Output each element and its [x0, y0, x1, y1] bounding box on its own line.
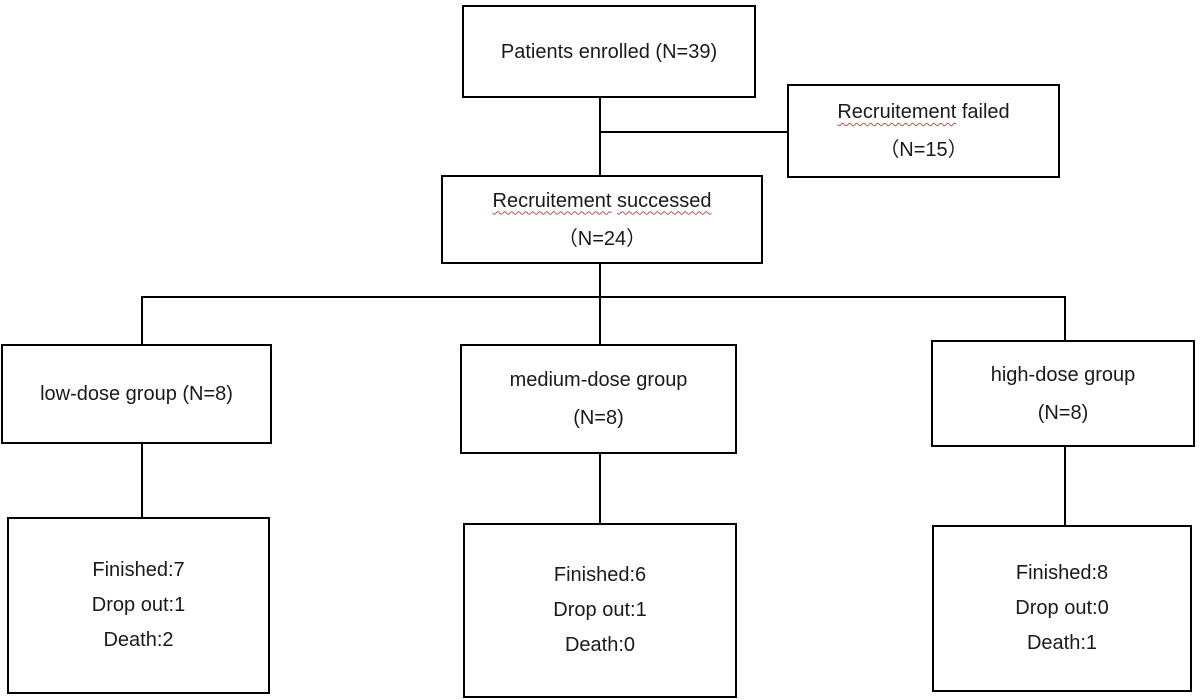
medium-outcome-death: Death:0 — [564, 634, 636, 656]
connector-medium-to-outcome — [599, 453, 601, 523]
node-low-dose-group: low-dose group (N=8) — [1, 344, 272, 444]
failed-label: Recruitement failed — [837, 93, 1009, 131]
medium-group-count: (N=8) — [573, 407, 624, 429]
connector-branch-to-failed — [600, 131, 787, 133]
high-group-label: high-dose group — [990, 363, 1136, 386]
connector-drop-to-high-group — [1064, 296, 1066, 340]
successed-count: （N=24） — [557, 227, 647, 250]
node-medium-dose-outcome: Finished:6 Drop out:1 Death:0 — [463, 523, 737, 698]
node-recruitment-failed: Recruitement failed （N=15） — [787, 84, 1060, 178]
successed-misspelled-word-2: successed — [617, 189, 712, 212]
successed-misspelled-word-1: Recruitement — [492, 189, 612, 212]
high-group-count: (N=8) — [1037, 401, 1089, 424]
high-outcome-dropout: Drop out:0 — [1015, 597, 1109, 619]
connector-high-to-outcome — [1064, 446, 1066, 525]
low-outcome-dropout: Drop out:1 — [91, 594, 186, 616]
successed-label: Recruitement successed — [493, 182, 712, 220]
node-low-dose-outcome: Finished:7 Drop out:1 Death:2 — [7, 517, 270, 694]
connector-low-to-outcome — [141, 443, 143, 517]
medium-group-label: medium-dose group — [509, 369, 688, 391]
medium-outcome-finished: Finished:6 — [553, 564, 647, 586]
high-outcome-finished: Finished:8 — [1015, 562, 1109, 584]
high-outcome-death: Death:1 — [1026, 632, 1098, 654]
connector-distribution-bar — [141, 296, 1066, 298]
failed-word-rest: failed — [961, 101, 1010, 123]
failed-count: （N=15） — [879, 139, 968, 161]
connector-drop-to-low-group — [141, 296, 143, 344]
medium-outcome-dropout: Drop out:1 — [553, 599, 647, 621]
connector-successed-to-medium — [599, 263, 601, 344]
node-high-dose-group: high-dose group (N=8) — [931, 340, 1195, 447]
low-outcome-death: Death:2 — [103, 629, 174, 651]
connector-enrolled-to-successed — [599, 97, 601, 175]
node-recruitment-successed: Recruitement successed （N=24） — [441, 175, 763, 264]
node-medium-dose-group: medium-dose group (N=8) — [460, 344, 737, 454]
node-high-dose-outcome: Finished:8 Drop out:0 Death:1 — [932, 525, 1192, 692]
enrolled-label: Patients enrolled (N=39) — [500, 40, 718, 63]
low-group-label: low-dose group (N=8) — [40, 383, 233, 405]
node-patients-enrolled: Patients enrolled (N=39) — [462, 5, 756, 98]
low-outcome-finished: Finished:7 — [92, 559, 185, 581]
failed-misspelled-word: Recruitement — [837, 101, 957, 123]
